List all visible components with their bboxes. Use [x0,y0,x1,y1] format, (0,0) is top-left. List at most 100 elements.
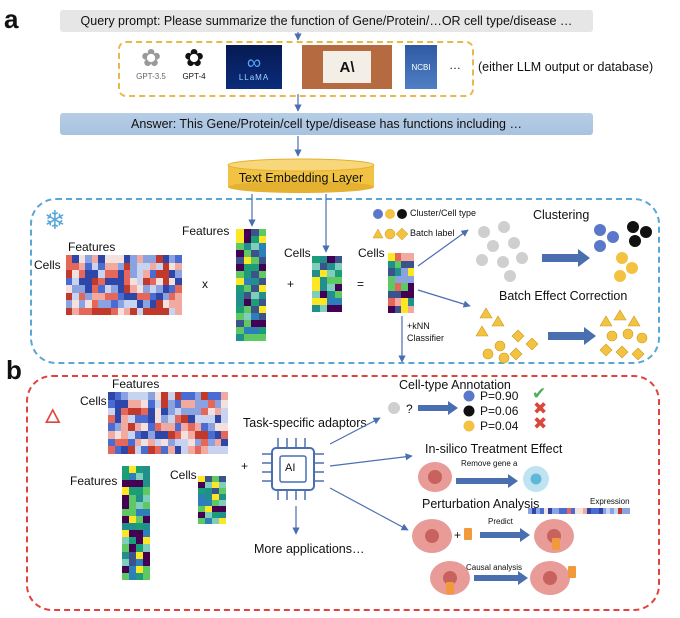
heatmap-cell [198,494,205,500]
heatmap-cell [236,257,244,264]
heatmap-cell [243,292,251,299]
heatmap-cell [78,270,86,278]
heatmap-cell [162,255,169,263]
heatmap-cell [614,508,619,514]
heatmap-cell [319,270,327,277]
heatmap-cell [156,285,163,293]
heatmap-cell [243,313,251,320]
heatmap-cell [154,415,162,423]
heatmap-cell [212,482,219,488]
heatmap-row [122,480,150,488]
heatmap-cell [205,506,212,512]
heatmap-cell [236,250,244,257]
heatmap-row [236,264,266,271]
heatmap-cell [134,423,142,431]
heatmap-cell [78,277,86,285]
heatmap-cell [78,292,86,300]
annotation-title: Cell-type Annotation [399,378,511,392]
heatmap-cell [181,415,189,423]
heatmap-cell [251,236,259,243]
heatmap-cell [129,494,136,502]
remove-gene-label: Remove gene a [461,459,518,468]
heatmap-cell [136,473,143,481]
heatmap-cell [567,508,572,514]
heatmap-cell [136,307,144,315]
matrix4-cells-label: Cells [358,246,385,260]
heatmap-cell [66,255,73,263]
heatmap-cell [122,572,129,580]
heatmap-cell [148,407,155,416]
cross-icon: ✖ [533,414,548,433]
heatmap-cell [85,270,92,278]
heatmap-cell [141,430,149,439]
heatmap-cell [219,494,226,500]
heatmap-cell [194,438,202,447]
b-matrix1-cells-label: Cells [80,394,107,408]
heatmap-cell [122,530,129,538]
b-matrix2-features-label: Features [70,474,118,488]
heatmap-row [108,392,229,400]
heatmap-cell [98,285,105,293]
heatmap-cell [122,558,129,566]
heatmap-cell [198,512,205,518]
heatmap-row [388,283,414,291]
heatmap-cell [136,551,143,559]
heatmap-cell [129,508,136,516]
heatmap-cell [121,392,129,400]
heatmap-cell [401,305,408,313]
heatmap-cell [258,334,266,341]
expression-label: Expression [590,497,630,506]
heatmap-cell [111,292,118,300]
heatmap-cell [108,399,115,408]
heatmap-cell [168,430,175,439]
heatmap-cell [251,327,259,334]
heatmap-cell [319,284,327,291]
heatmap-cell [72,262,79,270]
heatmap-cell [236,292,244,299]
heatmap-cell [169,277,176,285]
heatmap-cell [194,392,202,400]
heatmap-cell [407,283,414,291]
heatmap-cell [563,508,568,514]
heatmap-cell [72,270,79,278]
heatmap-cell [219,482,226,488]
heatmap-cell [91,255,99,263]
llama-logo: ∞ LLaMA [226,45,282,89]
legend-batch-label: Batch label [410,228,455,238]
heatmap-row [388,260,414,268]
treatment-title: In-silico Treatment Effect [425,442,563,456]
heatmap-cell [72,307,79,315]
heatmap-row [66,285,182,293]
heatmap-cell [98,307,105,315]
heatmap-row [236,320,266,327]
heatmap-cell [334,263,342,270]
heatmap-cell [212,506,219,512]
heatmap-cell [175,307,182,315]
heatmap-cell [221,399,229,408]
heatmap-cell [128,392,135,400]
heatmap-cell [161,407,169,416]
logos-ellipsis: … [449,58,461,72]
heatmap-cell [214,423,222,431]
heatmap-cell [129,473,136,481]
heatmap-cell [236,285,244,292]
heatmap-cell [104,255,112,263]
heatmap-cell [394,268,401,276]
heatmap-cell [221,415,229,423]
heatmap-cell [208,446,215,454]
heatmap-cell [85,277,92,285]
heatmap-cell [394,298,401,306]
heatmap-cell [243,257,251,264]
embedding-layer-label: Text Embedding Layer [238,171,364,185]
heatmap-cell [66,307,73,315]
heatmap-cell [143,501,150,509]
heatmap-cell [156,255,163,263]
heatmap-cell [148,430,155,439]
heatmap-cell [243,320,251,327]
heatmap-cell [143,515,150,523]
heatmap-cell [169,307,176,315]
heatmap-cell [122,487,129,495]
heatmap-cell [154,423,162,431]
heatmap-cell [394,260,401,268]
heatmap-cell [407,268,414,276]
